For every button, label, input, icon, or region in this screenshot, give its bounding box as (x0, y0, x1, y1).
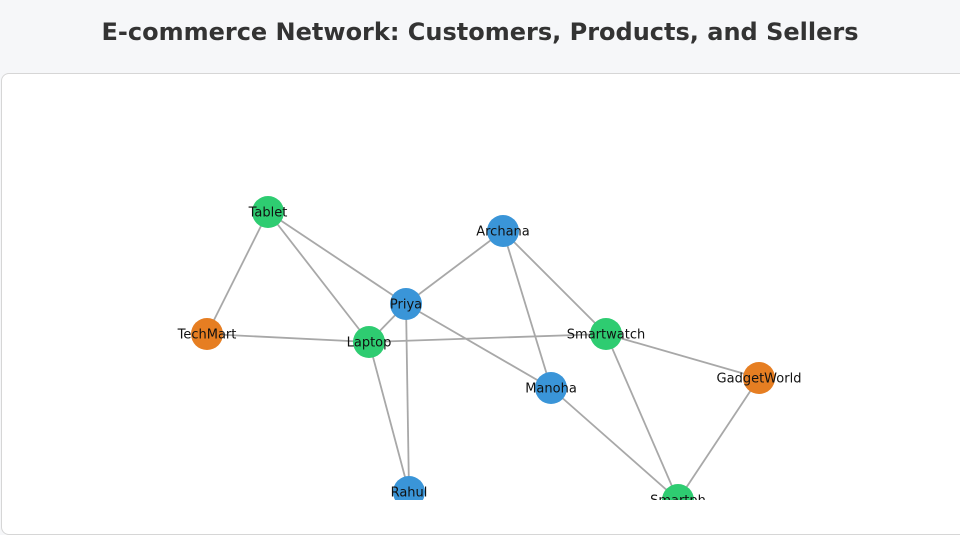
node-gadgetworld[interactable]: GadgetWorld (717, 362, 802, 394)
product-node-circle[interactable] (662, 484, 694, 500)
customer-node-circle[interactable] (535, 372, 567, 404)
seller-node-circle[interactable] (743, 362, 775, 394)
node-label: Smartph (650, 494, 706, 501)
edge-techmart-laptop (206, 333, 370, 343)
node-label: Laptop (347, 336, 392, 351)
product-node-circle[interactable] (590, 318, 622, 350)
edge-priya-rahul (405, 303, 410, 493)
edge-tablet-priya (267, 211, 407, 305)
node-archana[interactable]: Archana (476, 215, 530, 247)
edge-priya-manoha (405, 303, 552, 389)
page-title: E-commerce Network: Customers, Products,… (101, 18, 859, 46)
edge-laptop-smartwatch (368, 333, 607, 343)
customer-node-circle[interactable] (390, 288, 422, 320)
product-node-circle[interactable] (353, 326, 385, 358)
node-label: Archana (476, 225, 530, 240)
node-manoha[interactable]: Manoha (525, 372, 577, 404)
node-label: Tablet (248, 206, 288, 221)
customer-node-circle[interactable] (393, 476, 425, 500)
edge-smartwatch-smartphone (605, 333, 679, 500)
edge-laptop-rahul (368, 341, 410, 493)
node-priya[interactable]: Priya (390, 288, 422, 320)
edge-archana-manoha (502, 230, 552, 389)
node-label: GadgetWorld (717, 372, 802, 387)
seller-node-circle[interactable] (191, 318, 223, 350)
edge-tablet-laptop (267, 211, 370, 343)
edge-tablet-techmart (206, 211, 269, 335)
node-label: TechMart (177, 328, 237, 343)
customer-node-circle[interactable] (487, 215, 519, 247)
node-label: Rahul (391, 486, 428, 501)
node-tablet[interactable]: Tablet (248, 196, 288, 228)
node-rahul[interactable]: Rahul (391, 476, 428, 500)
node-label: Manoha (525, 382, 577, 397)
edge-gadgetworld-smartphone (677, 377, 760, 500)
edge-smartwatch-gadgetworld (605, 333, 760, 379)
edge-archana-smartwatch (502, 230, 607, 335)
edges-layer (206, 211, 760, 500)
node-techmart[interactable]: TechMart (177, 318, 237, 350)
node-label: Priya (390, 298, 422, 313)
edge-archana-priya (405, 230, 504, 305)
edge-manoha-smartphone (550, 387, 679, 500)
node-smartphone[interactable]: Smartph (650, 484, 706, 500)
product-node-circle[interactable] (252, 196, 284, 228)
graph-panel (1, 73, 960, 535)
node-label: Smartwatch (567, 328, 645, 343)
node-laptop[interactable]: Laptop (347, 326, 392, 358)
node-smartwatch[interactable]: Smartwatch (567, 318, 645, 350)
